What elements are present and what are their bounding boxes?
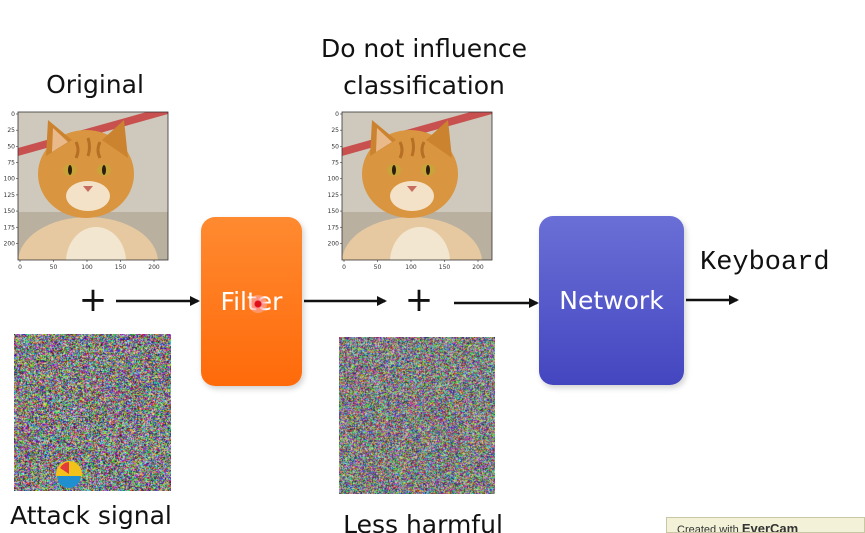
filt-y-tick-label: 175	[328, 224, 339, 231]
no-influence-label-line2: classification	[343, 71, 505, 100]
no-influence-label-line1: Do not influence	[320, 34, 528, 63]
filt-y-tick-label: 0	[335, 111, 339, 118]
orig-y-tick-label: 125	[4, 192, 15, 199]
filt-x-tick-label: 150	[439, 264, 451, 271]
filt-y-tick-label: 200	[328, 240, 339, 247]
less-harmful-noise-image	[339, 337, 495, 494]
orig-y-tick-label: 175	[4, 224, 15, 231]
orig-y-tick-label: 50	[7, 143, 15, 150]
watermark-brand: EverCam	[741, 521, 799, 533]
filt-x-tick-label: 200	[472, 264, 484, 271]
orig-x-tick-label: 150	[115, 264, 127, 271]
orig-x-tick-label: 50	[50, 264, 58, 271]
recording-cursor-icon	[249, 295, 267, 313]
filt-x-tick-label: 100	[405, 264, 417, 271]
attack-signal-noise-image	[14, 334, 171, 491]
filt-y-tick-label: 25	[331, 127, 339, 134]
filt-y-tick-label: 100	[328, 176, 339, 183]
orig-y-tick-label: 25	[7, 127, 15, 134]
less-harmful-label: Less harmful	[343, 510, 503, 533]
filt-y-tick-label: 150	[328, 208, 339, 215]
filt-y-tick-label: 75	[331, 160, 339, 167]
original-cat-plot: 0 25 50 75 100 125 150 175 200 0 50 100 150 200	[4, 111, 169, 271]
attack-signal-label: Attack signal	[10, 501, 172, 530]
evercam-logo-icon	[56, 461, 82, 488]
filtered-cat-plot: 0 25 50 75 100 125 150 175 200 0 50 100 150 200	[328, 111, 493, 271]
orig-x-tick-label: 200	[148, 264, 160, 271]
orig-y-tick-label: 0	[11, 111, 15, 118]
filt-x-tick-label: 0	[342, 264, 346, 271]
orig-x-tick-label: 0	[18, 264, 22, 271]
filt-x-tick-label: 50	[374, 264, 382, 271]
original-label: Original	[46, 70, 144, 99]
orig-y-tick-label: 200	[4, 240, 15, 247]
watermark-prefix: Created with	[677, 524, 742, 533]
orig-y-tick-label: 100	[4, 176, 15, 183]
orig-x-tick-label: 100	[81, 264, 93, 271]
plus-sign-left: +	[78, 280, 108, 320]
orig-y-tick-label: 150	[4, 208, 15, 215]
filt-y-tick-label: 125	[328, 192, 339, 199]
keyboard-label: Keyboard	[700, 248, 830, 278]
filt-y-tick-label: 50	[331, 143, 339, 150]
evercam-watermark: Created with EverCam	[666, 517, 865, 533]
network-box: Network	[539, 216, 684, 385]
orig-y-tick-label: 75	[7, 160, 15, 167]
plus-sign-right: +	[404, 280, 434, 320]
